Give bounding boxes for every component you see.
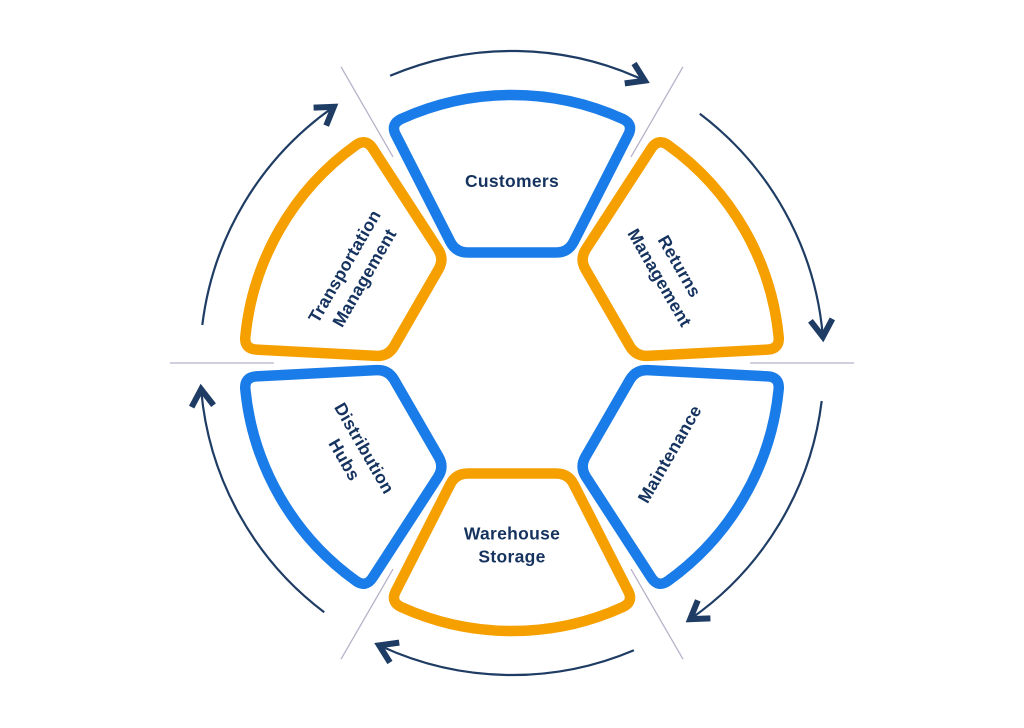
flow-arrow-upper-left	[201, 103, 339, 326]
flow-arrow-upper-right	[699, 112, 836, 343]
flow-arrow-lower-left	[188, 383, 325, 614]
divider-line-lower-left	[340, 568, 394, 660]
segment-distribution-hubs	[240, 364, 447, 589]
flow-arrow-top	[389, 49, 650, 87]
segment-customers-label: Customers	[465, 171, 559, 191]
segment-maintenance	[577, 364, 784, 589]
segments	[240, 89, 784, 637]
flow-arrows	[188, 49, 836, 677]
segment-label-text: Storage	[478, 547, 545, 567]
flow-arrow-lower-right	[685, 400, 823, 623]
divider-line-upper-right	[630, 66, 684, 158]
segment-label-text: Warehouse	[464, 524, 560, 544]
segment-returns-management	[577, 137, 784, 362]
divider-line-upper-left	[340, 66, 394, 158]
segment-warehouse-storage-label: Warehouse Storage	[464, 524, 560, 567]
segment-customers	[388, 89, 636, 258]
divider-line-lower-right	[630, 568, 684, 660]
flow-arrow-bottom	[374, 639, 635, 677]
segment-warehouse-storage	[388, 468, 636, 637]
divider-lines	[170, 66, 854, 660]
segment-transportation-management	[240, 137, 447, 362]
segment-label-text: Customers	[465, 171, 559, 191]
